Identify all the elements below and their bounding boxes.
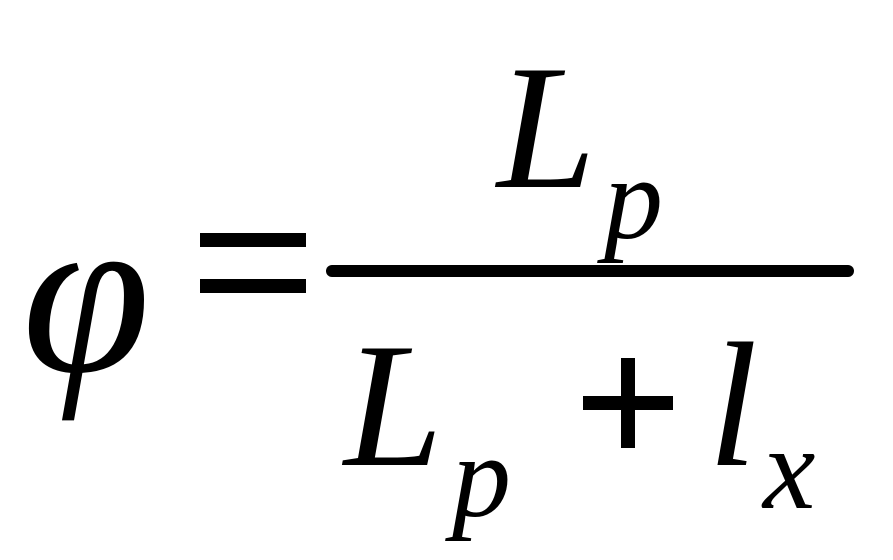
- denominator-term1-symbol: L: [344, 306, 443, 504]
- numerator-subscript: p: [604, 133, 663, 264]
- denominator-term1-subscript: p: [452, 411, 511, 542]
- numerator-symbol: L: [497, 28, 596, 226]
- denominator-term2-subscript: x: [763, 403, 816, 534]
- fraction-bar: [326, 265, 854, 277]
- lhs-phi: φ: [22, 165, 151, 422]
- equals-bar-bottom: [200, 279, 306, 293]
- denominator-term2-symbol: l: [708, 306, 758, 504]
- plus-bar-vertical: [621, 358, 635, 448]
- equals-bar-top: [200, 233, 306, 247]
